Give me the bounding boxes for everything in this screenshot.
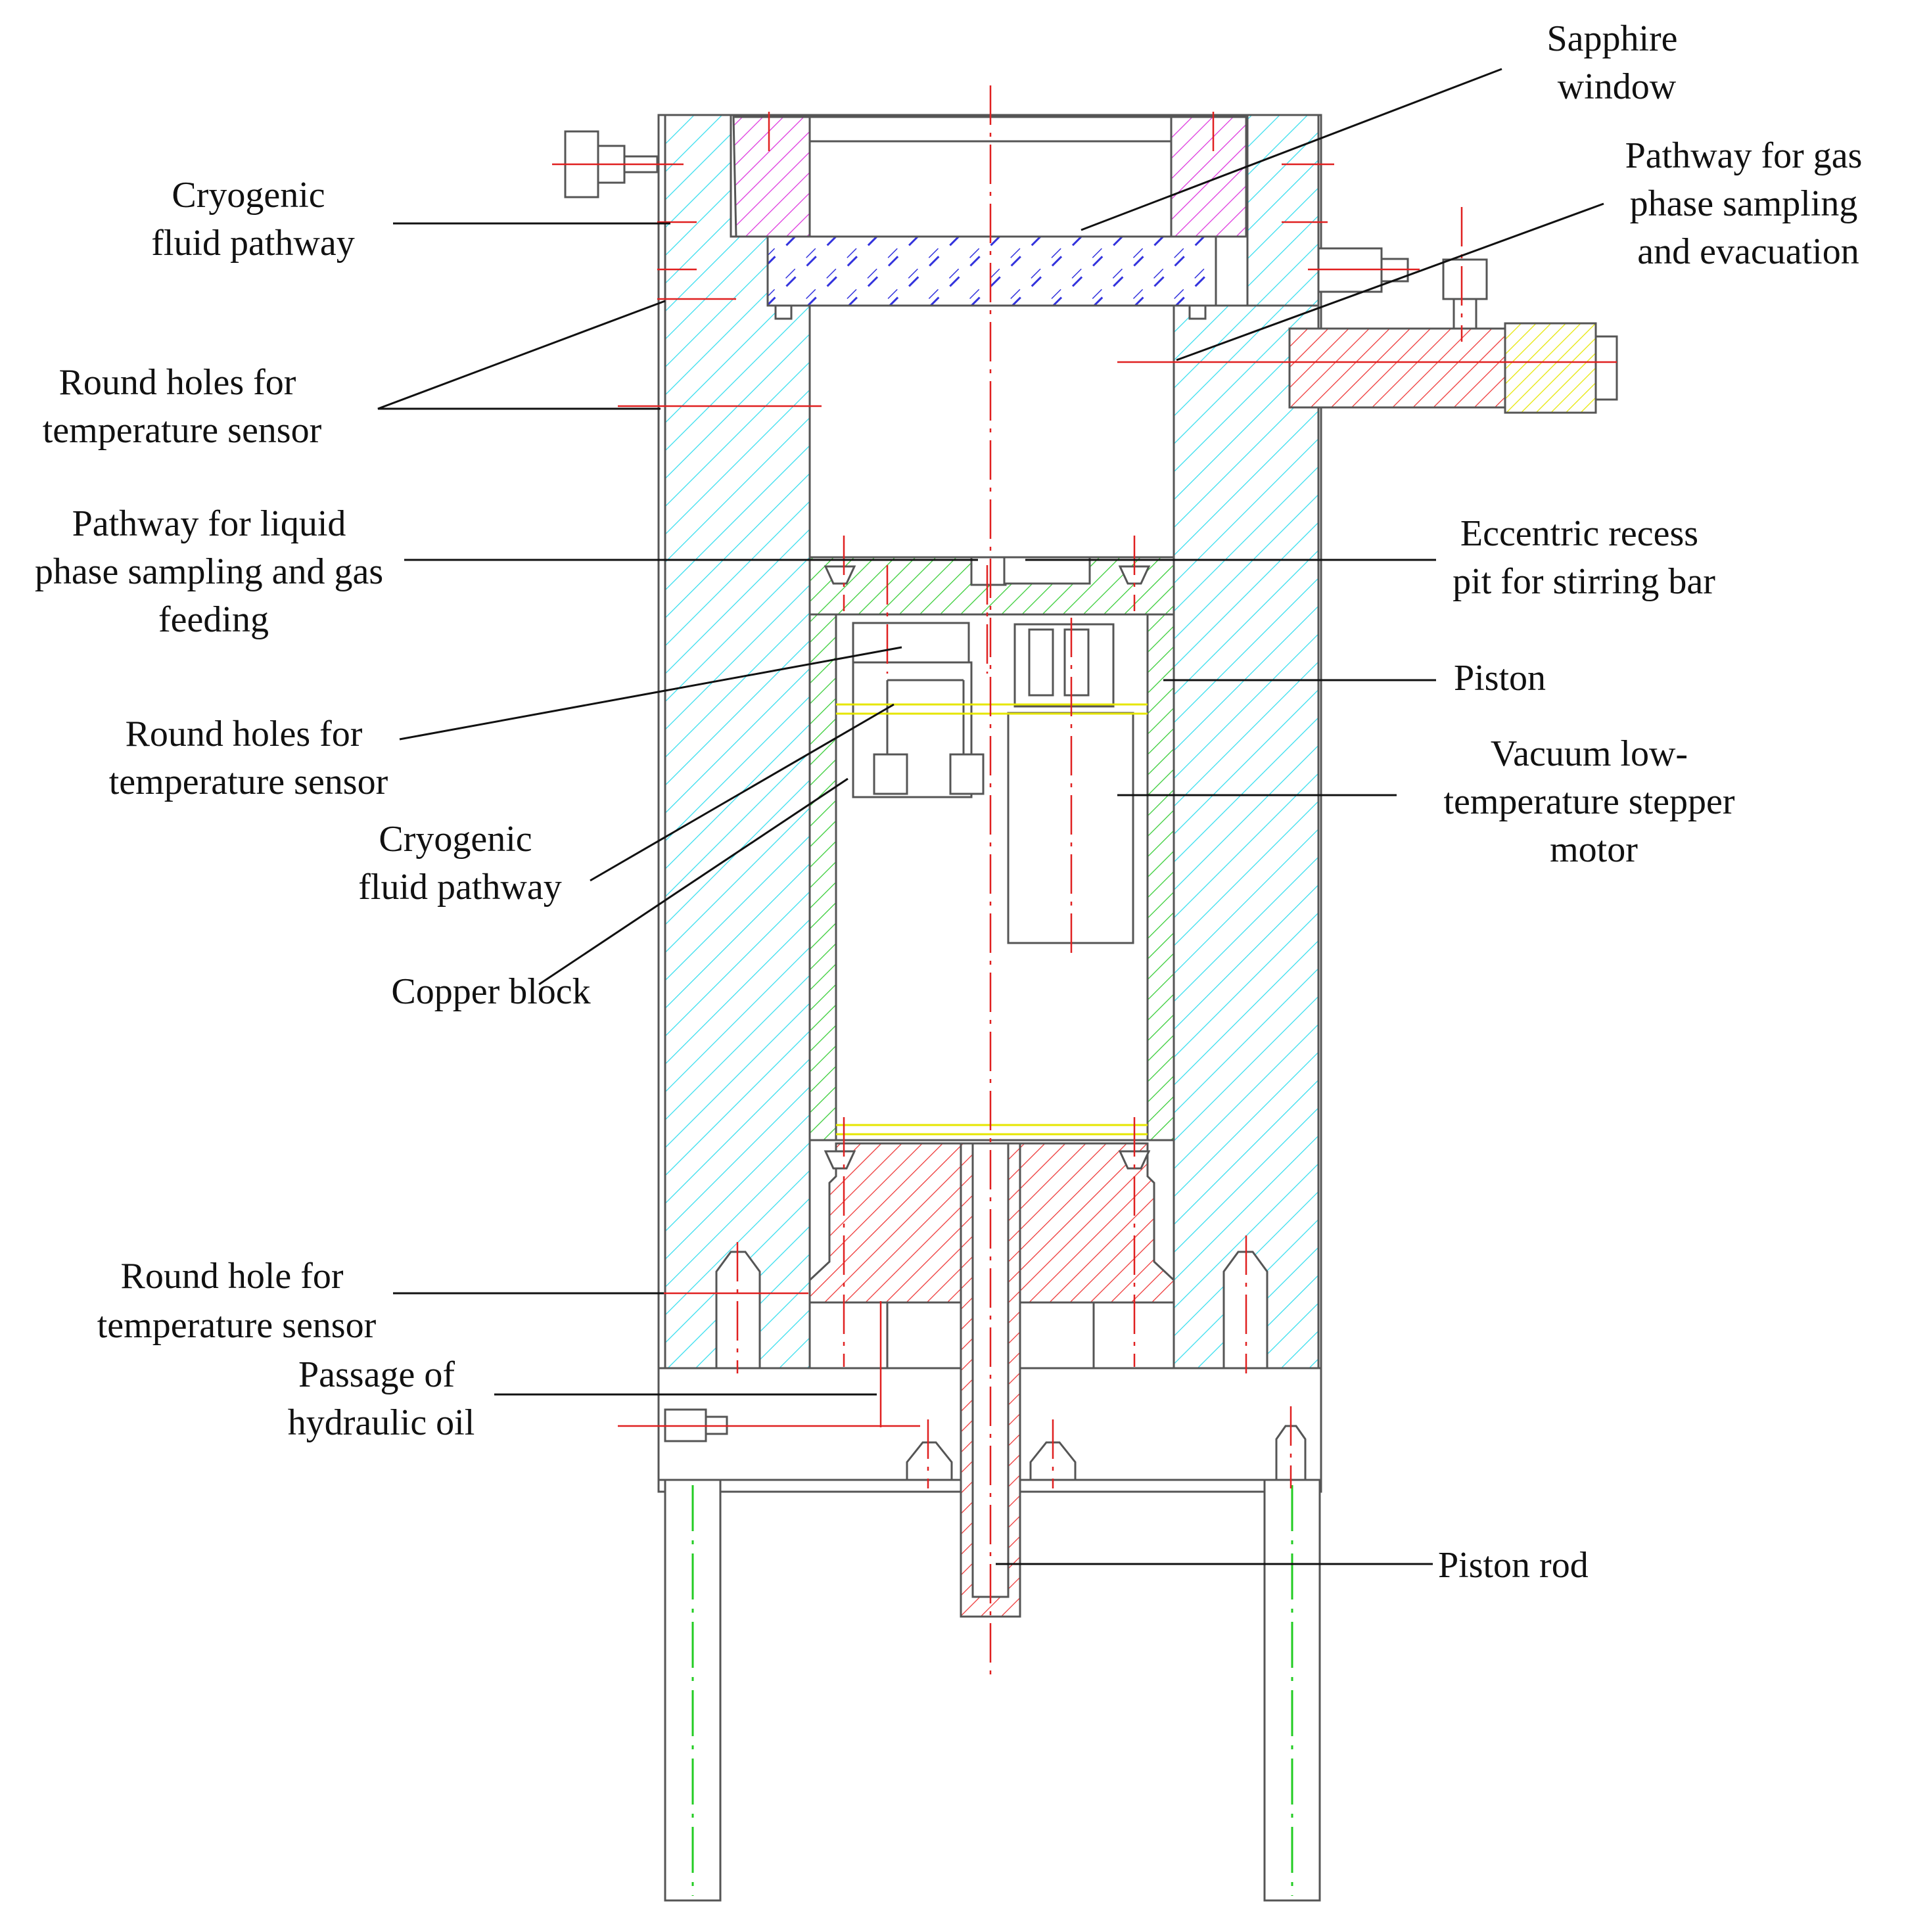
label-gas-phase-pathway: Pathway for gas phase sampling and evacu… xyxy=(1625,135,1872,272)
window-holder-right xyxy=(1170,116,1247,238)
eccentric-recess xyxy=(1003,556,1091,585)
leader-copper-block xyxy=(538,777,848,986)
label-piston: Piston xyxy=(1454,658,1546,699)
leader-cryogenic-mid xyxy=(590,703,895,882)
labels: Sapphire window Pathway for gas phase sa… xyxy=(35,18,1872,1586)
centerlines-horizontal xyxy=(552,163,1617,1427)
label-cryogenic-fluid-mid: Cryogenic fluid pathway xyxy=(358,819,561,908)
seals xyxy=(836,703,1148,1136)
label-cryogenic-fluid-top: Cryogenic fluid pathway xyxy=(151,175,354,264)
sapphire-window xyxy=(766,235,1217,307)
centerlines xyxy=(736,85,1463,1679)
label-round-holes-top: Round holes for temperature sensor xyxy=(43,362,322,451)
leader-sapphire-window xyxy=(1081,68,1502,231)
label-hydraulic-oil: Passage of hydraulic oil xyxy=(288,1354,475,1443)
leg-axes xyxy=(691,1485,1293,1896)
right-wall-inner xyxy=(1173,304,1320,1369)
label-piston-rod: Piston rod xyxy=(1438,1545,1589,1586)
label-round-holes-mid: Round holes for temperature sensor xyxy=(109,714,388,802)
piston-head xyxy=(808,1142,1175,1618)
piston-wall-right xyxy=(1146,613,1175,1141)
leader-lines xyxy=(377,68,1604,1565)
copper-block xyxy=(852,622,970,664)
window-holder-left xyxy=(732,116,811,238)
leader-round-holes-top xyxy=(377,300,666,410)
label-sapphire-window: Sapphire window xyxy=(1546,18,1686,107)
leader-round-holes-mid xyxy=(399,646,902,741)
label-copper-block: Copper block xyxy=(391,971,590,1012)
vessel-body xyxy=(657,114,1322,1493)
label-stepper-motor: Vacuum low- temperature stepper motor xyxy=(1443,733,1744,870)
leader-gas-phase-pathway xyxy=(1176,202,1604,361)
label-round-hole-bottom: Round hole for temperature sensor xyxy=(97,1256,377,1346)
piston xyxy=(808,556,1175,1141)
label-eccentric-recess: Eccentric recess pit for stirring bar xyxy=(1453,513,1715,602)
label-liquid-phase-pathway: Pathway for liquid phase sampling and ga… xyxy=(35,503,392,640)
piston-wall-left xyxy=(808,613,837,1141)
